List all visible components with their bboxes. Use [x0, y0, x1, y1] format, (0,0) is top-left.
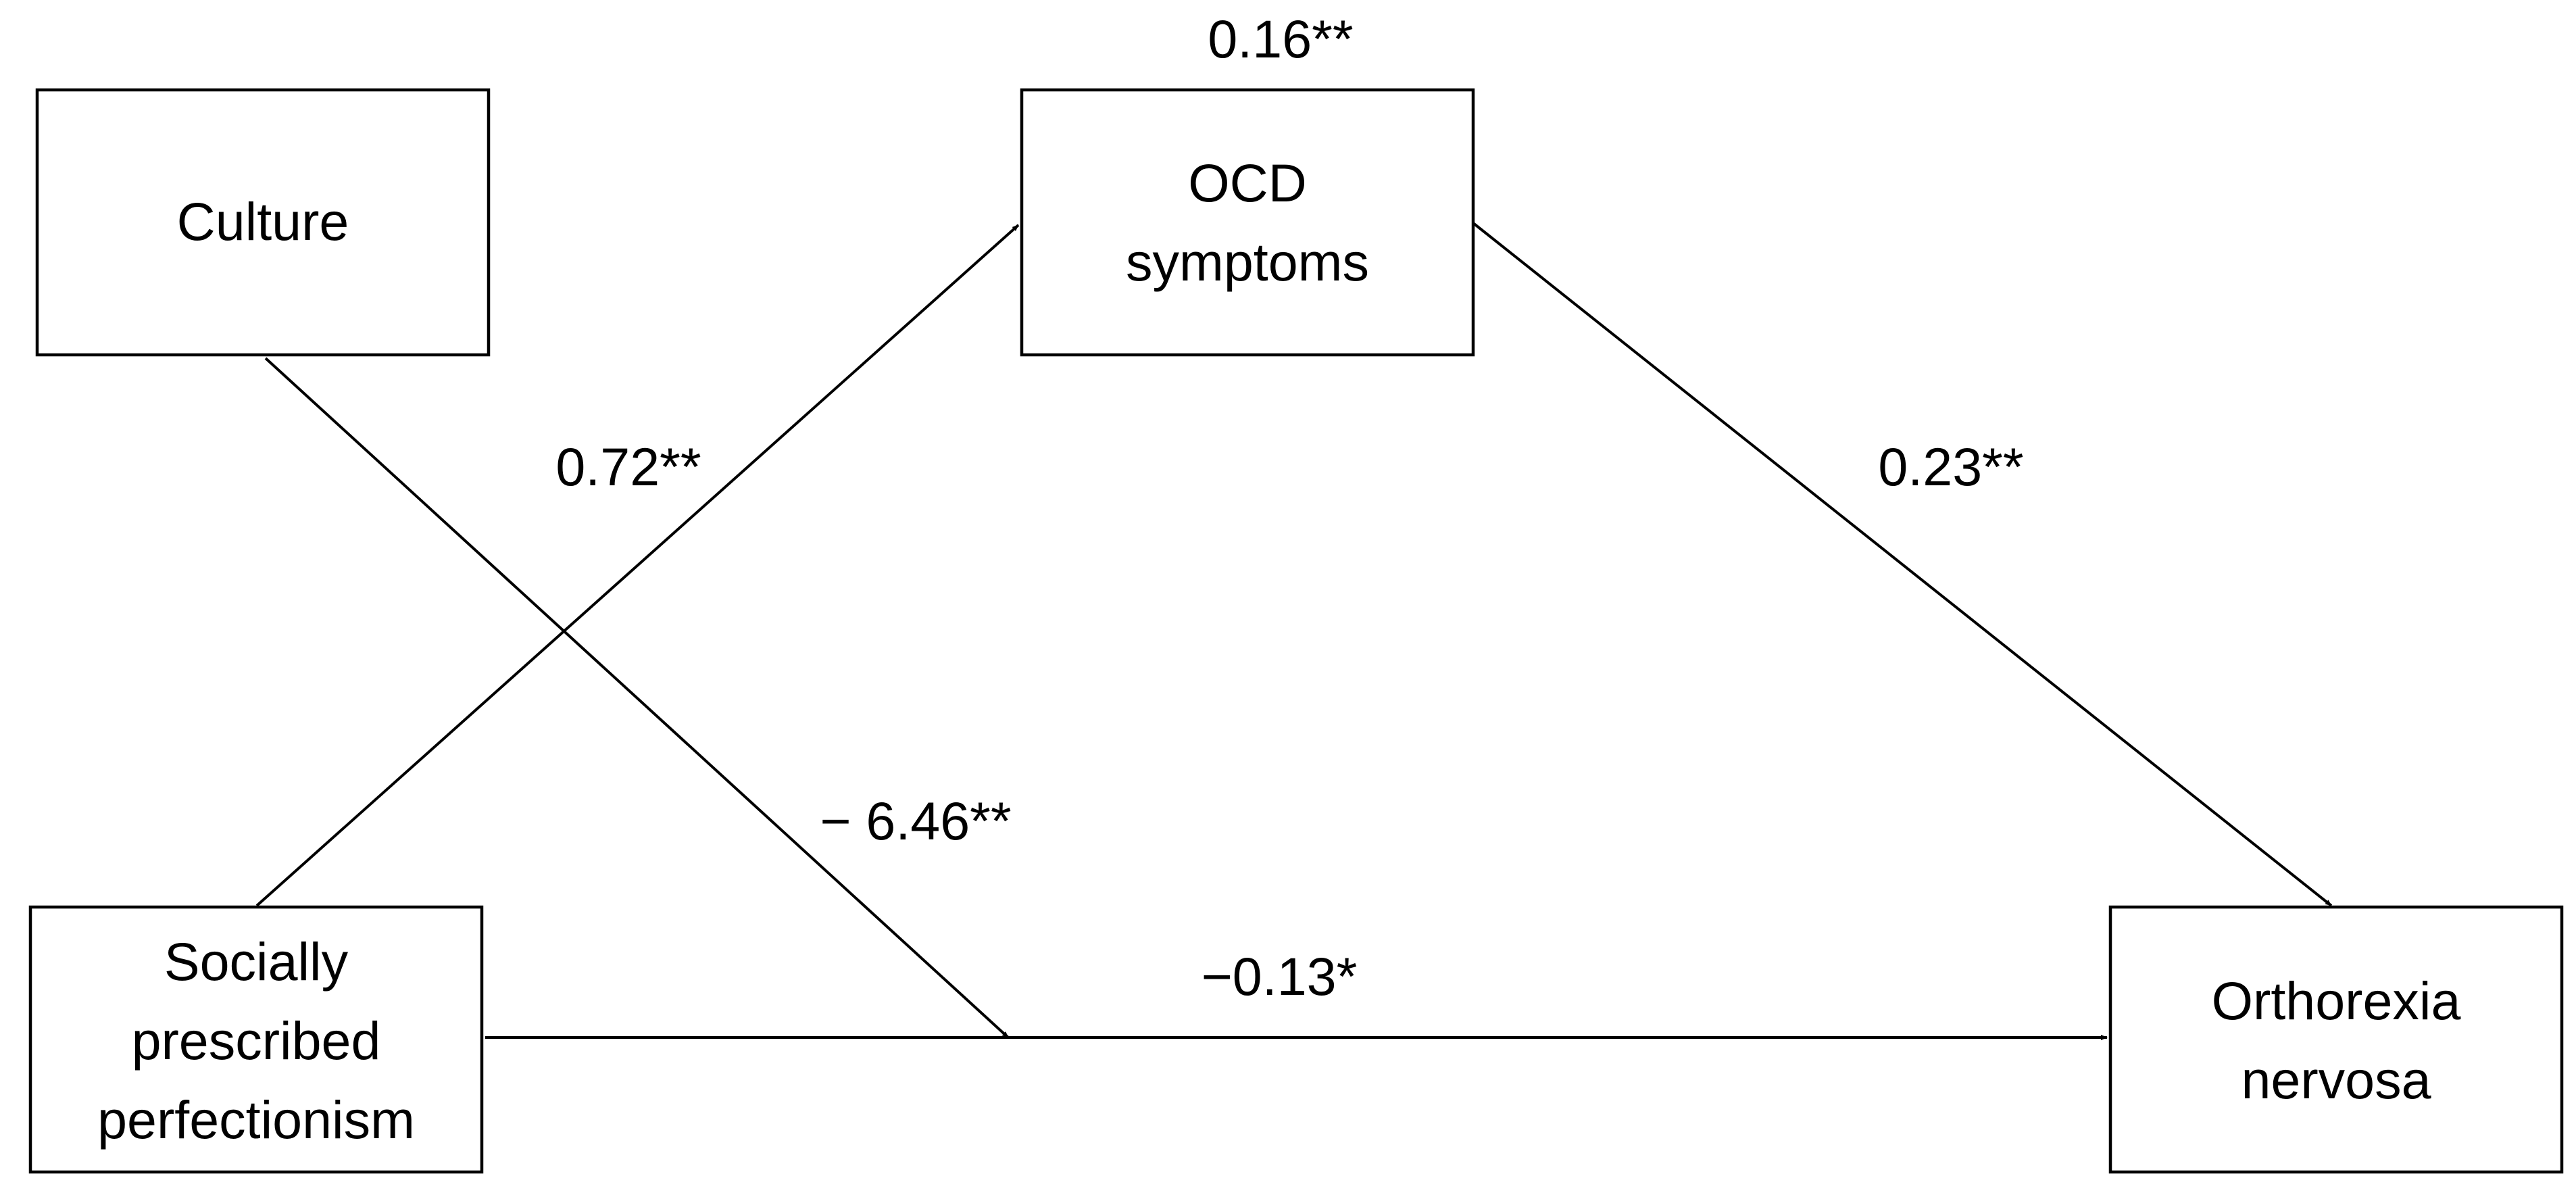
ocd-symptoms-box [1020, 88, 1475, 357]
socially-prescribed-perfectionism-node: Socially prescribed perfectionism [28, 905, 484, 1174]
orthorexia-label-line1: Orthorexia [2212, 971, 2461, 1031]
spp-label-line3: perfectionism [97, 1090, 415, 1150]
culture-label: Culture [177, 191, 349, 251]
orthorexia-nervosa-node: Orthorexia nervosa [2108, 905, 2564, 1174]
ocd-coefficient-label: 0.16** [1208, 9, 1353, 69]
spp-to-ocd-coefficient-label: 0.72** [555, 437, 701, 497]
ocd-symptoms-label-line1: OCD [1188, 153, 1307, 213]
culture-box [35, 88, 491, 357]
ocd-to-orthorexia-arrow [1472, 222, 2333, 907]
spp-label-line1: Socially [164, 931, 349, 992]
orthorexia-nervosa-box [2108, 905, 2564, 1174]
culture-node: Culture [35, 88, 491, 357]
orthorexia-label-line2: nervosa [2241, 1050, 2431, 1110]
ocd-to-orthorexia-coefficient-label: 0.23** [1878, 437, 2023, 497]
spp-to-ocd-arrow [255, 224, 1020, 907]
spp-to-orthorexia-coefficient-label: −0.13* [1202, 946, 1358, 1006]
culture-moderation-arrow [264, 357, 1010, 1039]
spp-label-line2: prescribed [132, 1010, 381, 1071]
socially-prescribed-perfectionism-box [28, 905, 484, 1174]
ocd-symptoms-label-line2: symptoms [1126, 232, 1369, 292]
culture-moderation-coefficient-label: − 6.46** [820, 791, 1011, 851]
ocd-symptoms-node: OCD symptoms [1020, 88, 1475, 357]
